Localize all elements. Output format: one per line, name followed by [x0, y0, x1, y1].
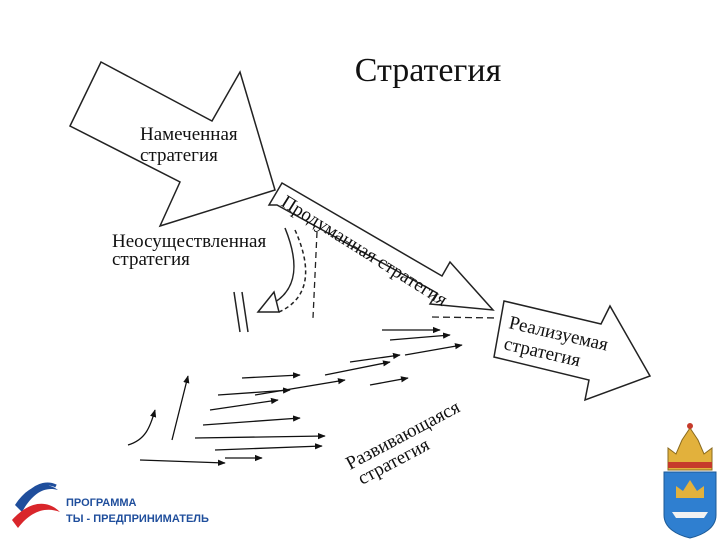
emergent-arrow: [241, 372, 301, 379]
logo-text-line2: ТЫ - ПРЕДПРИНИМАТЕЛЬ: [66, 513, 209, 525]
unrealized-strategy-label-1: Неосуществленная: [112, 231, 266, 252]
emergent-arrow: [139, 459, 226, 466]
unrealized-curve-arrow: [269, 227, 295, 306]
emergent-arrow: [127, 409, 157, 446]
emergent-arrow: [254, 378, 346, 396]
emergent-arrow: [349, 352, 401, 363]
logo-text-line1: ПРОГРАММА: [66, 497, 137, 509]
dashed-line: [431, 316, 499, 319]
intended-strategy-arrow: [69, 60, 276, 228]
emergent-arrow: [389, 332, 451, 341]
unrealized-curve-band: [278, 229, 307, 313]
emergent-arrow: [194, 432, 326, 440]
emergent-arrow: [404, 343, 463, 356]
logo-swoosh-icon: [12, 503, 60, 528]
realized-strategy-arrow: [493, 300, 652, 402]
emergent-arrow: [369, 376, 409, 386]
program-logo: ПРОГРАММА ТЫ - ПРЕДПРИНИМАТЕЛЬ: [12, 482, 209, 528]
logo-swoosh-icon: [28, 482, 57, 494]
sword-icon: [672, 512, 708, 518]
emergent-arrows: [127, 326, 463, 466]
emergent-arrow: [324, 360, 391, 376]
emergent-arrow: [171, 375, 190, 441]
dashed-line: [312, 231, 318, 319]
strike-mark: [241, 291, 249, 333]
intended-strategy-label-1: Намеченная: [140, 124, 238, 145]
deliberate-strategy-arrow: [267, 181, 495, 311]
intended-strategy-label-2: стратегия: [140, 145, 218, 166]
emergent-arrow: [209, 397, 279, 411]
unrealized-strategy-label-2: стратегия: [112, 249, 190, 270]
page-title: Стратегия: [355, 52, 502, 89]
emergent-arrow: [202, 415, 301, 426]
logo-swoosh-icon: [15, 485, 58, 512]
shield-crown-icon: [676, 480, 704, 498]
crown-band: [668, 462, 712, 468]
coat-of-arms-icon: [663, 423, 717, 539]
emergent-arrow: [214, 443, 323, 451]
crown-icon: [667, 427, 713, 471]
crown-jewel: [687, 423, 693, 429]
unrealized-curve-arrowhead: [256, 290, 280, 313]
strike-mark: [233, 291, 241, 333]
